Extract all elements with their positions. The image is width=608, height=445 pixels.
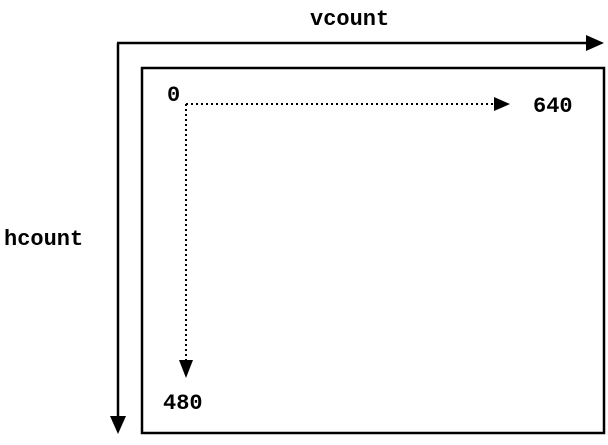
height-arrowhead-icon xyxy=(179,360,193,378)
hcount-arrowhead-icon xyxy=(110,416,126,434)
display-frame xyxy=(140,66,606,435)
vcount-arrowhead-icon xyxy=(586,35,604,51)
hcount-axis xyxy=(110,43,126,434)
origin-label: 0 xyxy=(167,83,181,108)
width-label: 640 xyxy=(533,94,573,119)
width-indicator xyxy=(186,97,510,111)
height-label: 480 xyxy=(163,391,203,416)
vcount-label: vcount xyxy=(310,7,390,32)
width-arrowhead-icon xyxy=(494,97,510,111)
hcount-label: hcount xyxy=(4,227,84,252)
height-indicator xyxy=(179,104,193,378)
vcount-axis xyxy=(117,35,604,51)
